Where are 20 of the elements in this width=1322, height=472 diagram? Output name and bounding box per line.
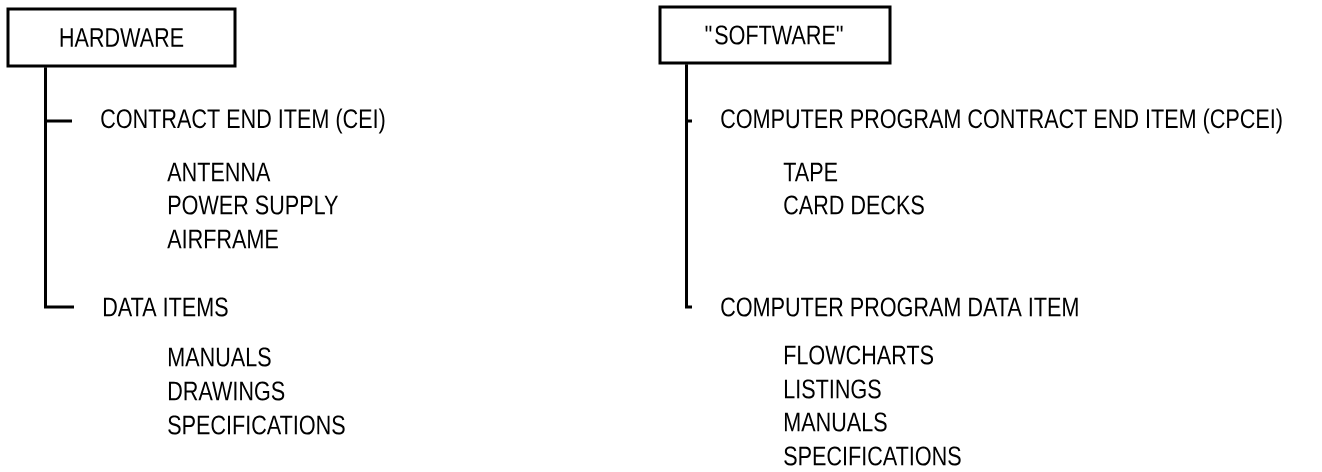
list-item: MANUALS <box>785 412 887 432</box>
tree-connector <box>44 67 74 309</box>
item-heading: DATA ITEMS <box>104 297 228 317</box>
list-item: AIRFRAME <box>167 229 278 249</box>
tree-connector <box>685 64 692 309</box>
list-item: TAPE <box>783 162 838 182</box>
item-heading: COMPUTER PROGRAM CONTRACT END ITEM (CPCEI) <box>721 108 1282 134</box>
category-box: HARDWARE <box>6 7 237 68</box>
item-heading: COMPUTER PROGRAM DATA ITEM <box>721 297 1078 317</box>
list-item: POWER SUPPLY <box>169 195 338 215</box>
list-item: DRAWINGS <box>169 381 285 401</box>
list-item: ANTENNA <box>167 162 271 182</box>
list-item: CARD DECKS <box>784 195 924 215</box>
list-item: FLOWCHARTS <box>785 345 933 365</box>
item-heading: CONTRACT END ITEM (CEI) <box>101 108 385 134</box>
list-item: LISTINGS <box>785 379 881 399</box>
list-item: SPECIFICATIONS <box>784 446 961 466</box>
category-box: "SOFTWARE" <box>658 5 892 65</box>
list-item: MANUALS <box>169 347 271 367</box>
list-item: SPECIFICATIONS <box>168 415 345 435</box>
